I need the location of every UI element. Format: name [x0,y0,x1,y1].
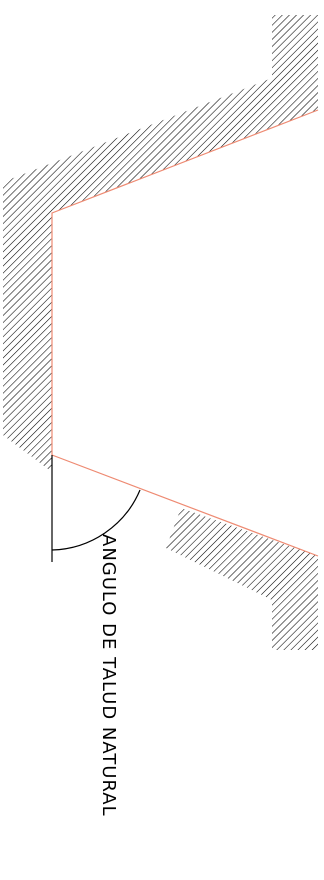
lower-soil-hatch [166,508,318,650]
angle-label: ANGULO DE TALUD NATURAL [98,534,119,817]
angle-arc [51,489,141,551]
upper-soil-hatch [3,15,318,472]
natural-slope-line [51,454,319,557]
upper-cut-edge [51,109,319,455]
